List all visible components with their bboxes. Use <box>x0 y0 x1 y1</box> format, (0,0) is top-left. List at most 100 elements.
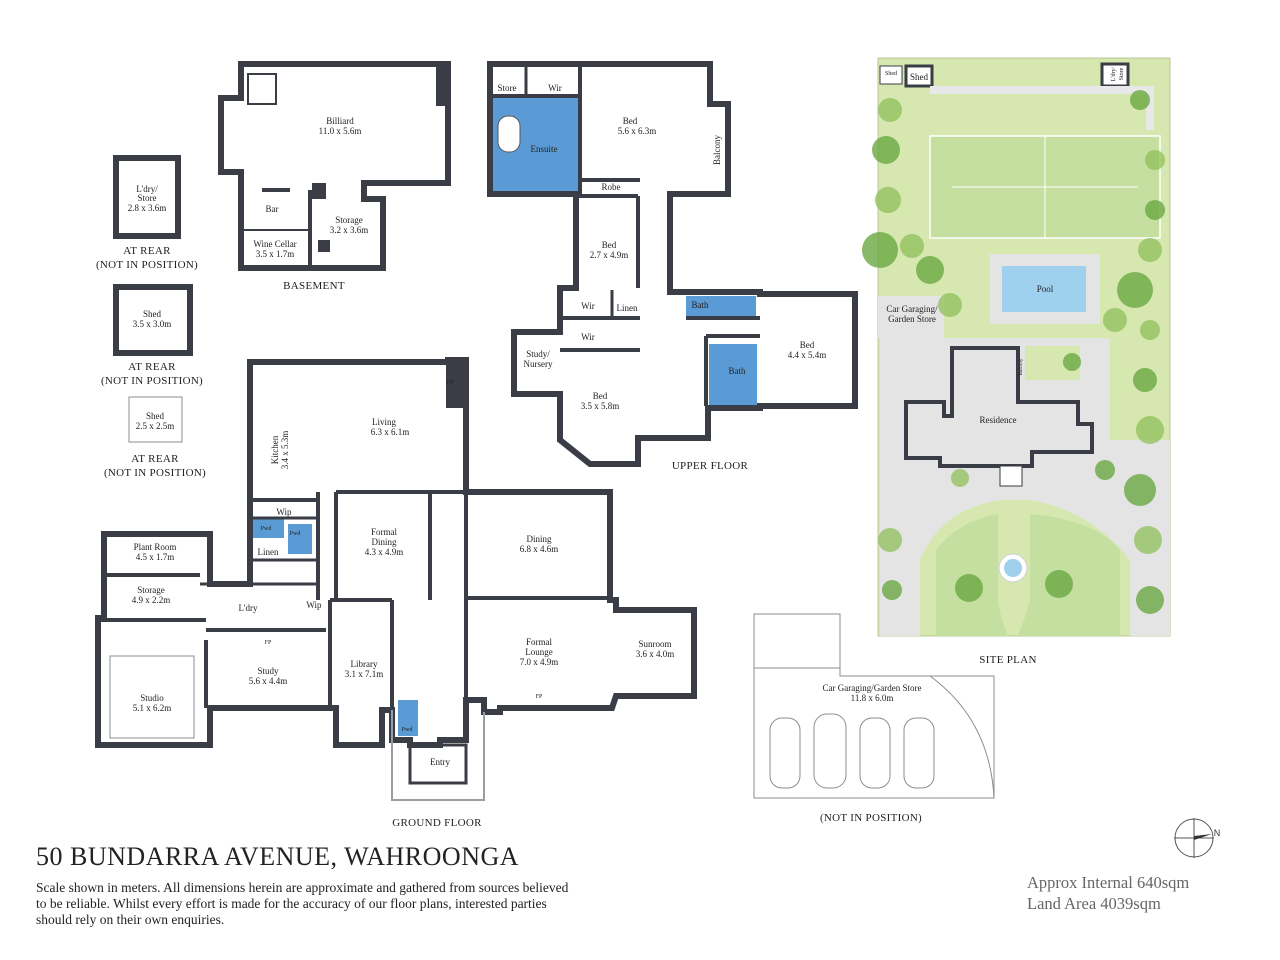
studio-dims: 5.1 x 6.2m <box>133 703 172 713</box>
internal-area: Approx Internal 640sqm <box>1027 873 1190 892</box>
site-ldry-label-1: L'dry/ <box>1111 66 1117 81</box>
plant-room-dims: 4.5 x 1.7m <box>136 552 175 562</box>
bar-label: Bar <box>266 204 279 214</box>
formal-dining-label-2: Dining <box>371 537 397 547</box>
shed-1-label: Shed <box>143 309 162 319</box>
wip-1-label: Wip <box>276 507 292 517</box>
disclaimer-text: Scale shown in meters. All dimensions he… <box>36 880 569 927</box>
wine-cellar-label: Wine Cellar <box>253 239 296 249</box>
at-rear-2: AT REAR <box>128 361 176 373</box>
bed-4-dims: 4.4 x 5.4m <box>788 350 827 360</box>
shed-2-label: Shed <box>146 411 165 421</box>
bed-2-dims: 2.7 x 4.9m <box>590 250 629 260</box>
sunroom-dims: 3.6 x 4.0m <box>636 649 675 659</box>
bath-upper-1-label: Bath <box>692 300 709 310</box>
studio-label: Studio <box>140 693 164 703</box>
compass-icon: N <box>1174 818 1220 858</box>
bath-upper-2-label: Bath <box>729 366 746 376</box>
pwd-3-label: Pwd <box>402 727 413 733</box>
dining-dims: 6.8 x 4.6m <box>520 544 559 554</box>
ensuite-label: Ensuite <box>531 144 558 154</box>
at-rear-3: AT REAR <box>131 453 179 465</box>
rear-outbuildings: L'dry/ Store 2.8 x 3.6m AT REAR (NOT IN … <box>96 155 206 479</box>
main-bed-label: Bed <box>623 116 638 126</box>
upper-wir-2-label: Wir <box>581 301 595 311</box>
formal-lounge-label: Formal <box>526 637 552 647</box>
storage-ground-label: Storage <box>137 585 165 595</box>
site-car-garaging-label-1: Car Garaging/ <box>886 304 938 314</box>
garage-dims: 11.8 x 6.0m <box>851 693 894 703</box>
site-balcony-label: Balcony <box>1019 358 1024 375</box>
shed-1-dims: 3.5 x 3.0m <box>133 319 172 329</box>
wine-cellar-dims: 3.5 x 1.7m <box>256 249 295 259</box>
living-dims: 6.3 x 6.1m <box>371 427 410 437</box>
shed-2-dims: 2.5 x 2.5m <box>136 421 175 431</box>
site-pool-label: Pool <box>1037 284 1054 294</box>
not-in-position-3: (NOT IN POSITION) <box>104 467 206 479</box>
garage-not-in-position: (NOT IN POSITION) <box>820 812 922 824</box>
garage-label: Car Garaging/Garden Store <box>823 683 922 693</box>
upper-store-label: Store <box>498 83 517 93</box>
sunroom-label: Sunroom <box>638 639 671 649</box>
plant-room-label: Plant Room <box>134 542 177 552</box>
upper-wir-3-label: Wir <box>581 332 595 342</box>
balcony-label: Balcony <box>712 135 722 165</box>
kitchen-label: Kitchen <box>270 435 280 464</box>
billiard-label: Billiard <box>326 116 354 126</box>
garage-plan: Car Garaging/Garden Store 11.8 x 6.0m (N… <box>753 613 995 824</box>
upper-wir-1-label: Wir <box>548 83 562 93</box>
bed-4-label: Bed <box>800 340 815 350</box>
site-shed-large-label: Shed <box>910 72 929 82</box>
fp-lounge-label: FP <box>536 694 543 700</box>
property-title: 50 BUNDARRA AVENUE, WAHROONGA <box>36 842 520 871</box>
bed-3-dims: 3.5 x 5.8m <box>581 401 620 411</box>
pwd-2-label: Pwd <box>290 531 301 537</box>
entry-label: Entry <box>430 757 450 767</box>
formal-lounge-label-2: Lounge <box>525 647 553 657</box>
pwd-1-label: Pwd <box>261 526 272 532</box>
main-bed-dims: 5.6 x 6.3m <box>618 126 657 136</box>
not-in-position-2: (NOT IN POSITION) <box>101 375 203 387</box>
site-trees <box>862 90 1165 614</box>
living-label: Living <box>372 417 396 427</box>
site-ldry-label-2: Store <box>1119 67 1125 80</box>
linen-ground-label: Linen <box>258 547 279 557</box>
ldry-store-label-2: Store <box>138 193 157 203</box>
upper-floor-title: UPPER FLOOR <box>672 460 749 472</box>
ldry-store-label-1: L'dry/ <box>136 184 158 194</box>
upper-linen-label: Linen <box>617 303 638 313</box>
bed-3-label: Bed <box>593 391 608 401</box>
formal-lounge-dims: 7.0 x 4.9m <box>520 657 559 667</box>
library-label: Library <box>351 659 378 669</box>
formal-dining-label: Formal <box>371 527 397 537</box>
storage-basement-dims: 3.2 x 3.6m <box>330 225 369 235</box>
site-shed-small-label: Shed <box>885 71 897 77</box>
bed-2-label: Bed <box>602 240 617 250</box>
basement-title: BASEMENT <box>283 280 345 292</box>
area-summary: Approx Internal 640sqm Land Area 4039sqm <box>1027 872 1189 914</box>
site-plan-title: SITE PLAN <box>979 654 1036 666</box>
site-residence-label: Residence <box>980 415 1017 425</box>
ground-floor-title: GROUND FLOOR <box>392 817 482 829</box>
basement-plan: Billiard 11.0 x 5.6m Bar Wine Cellar 3.5… <box>218 61 451 292</box>
land-area: Land Area 4039sqm <box>1027 894 1161 913</box>
ground-floor-plan: Living 6.3 x 6.1m Kitchen 3.4 x 5.3m Wip… <box>95 357 697 829</box>
library-dims: 3.1 x 7.1m <box>345 669 384 679</box>
storage-ground-dims: 4.9 x 2.2m <box>132 595 171 605</box>
ldry-store-dims: 2.8 x 3.6m <box>128 203 167 213</box>
site-plan: Shed Shed L'dry/ Store Pool Car Garaging… <box>862 57 1171 666</box>
compass-north-label: N <box>1214 828 1220 838</box>
storage-basement-label: Storage <box>335 215 363 225</box>
fp-living-label: FP <box>447 380 454 386</box>
study-label: Study <box>257 666 279 676</box>
not-in-position-1: (NOT IN POSITION) <box>96 259 198 271</box>
fp-study-label: FP <box>265 640 272 646</box>
study-nursery-label-2: Nursery <box>524 359 553 369</box>
laundry-ground-label: L'dry <box>238 603 258 613</box>
study-nursery-label-1: Study/ <box>526 349 550 359</box>
wip-2-label: Wip <box>306 600 322 610</box>
dining-label: Dining <box>526 534 552 544</box>
study-dims: 5.6 x 4.4m <box>249 676 288 686</box>
kitchen-dims: 3.4 x 5.3m <box>280 431 290 470</box>
formal-dining-dims: 4.3 x 4.9m <box>365 547 404 557</box>
